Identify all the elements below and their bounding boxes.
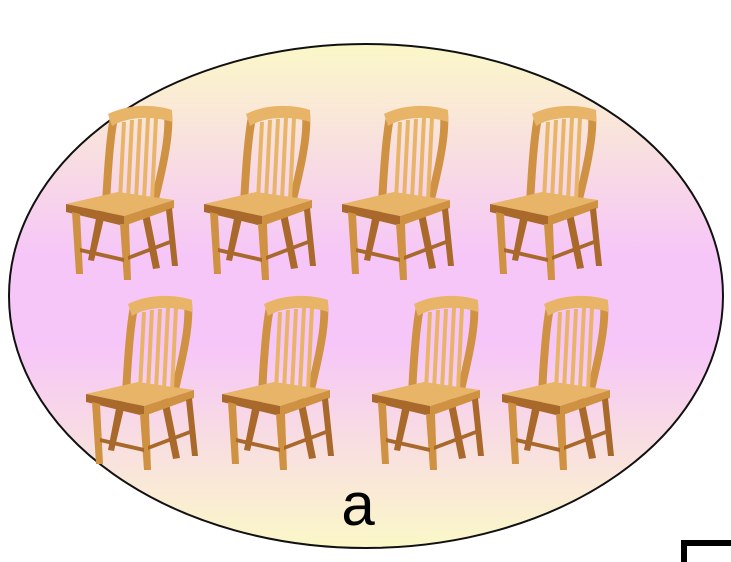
set-label: a [341,471,375,538]
corner-bracket-icon [681,540,731,562]
